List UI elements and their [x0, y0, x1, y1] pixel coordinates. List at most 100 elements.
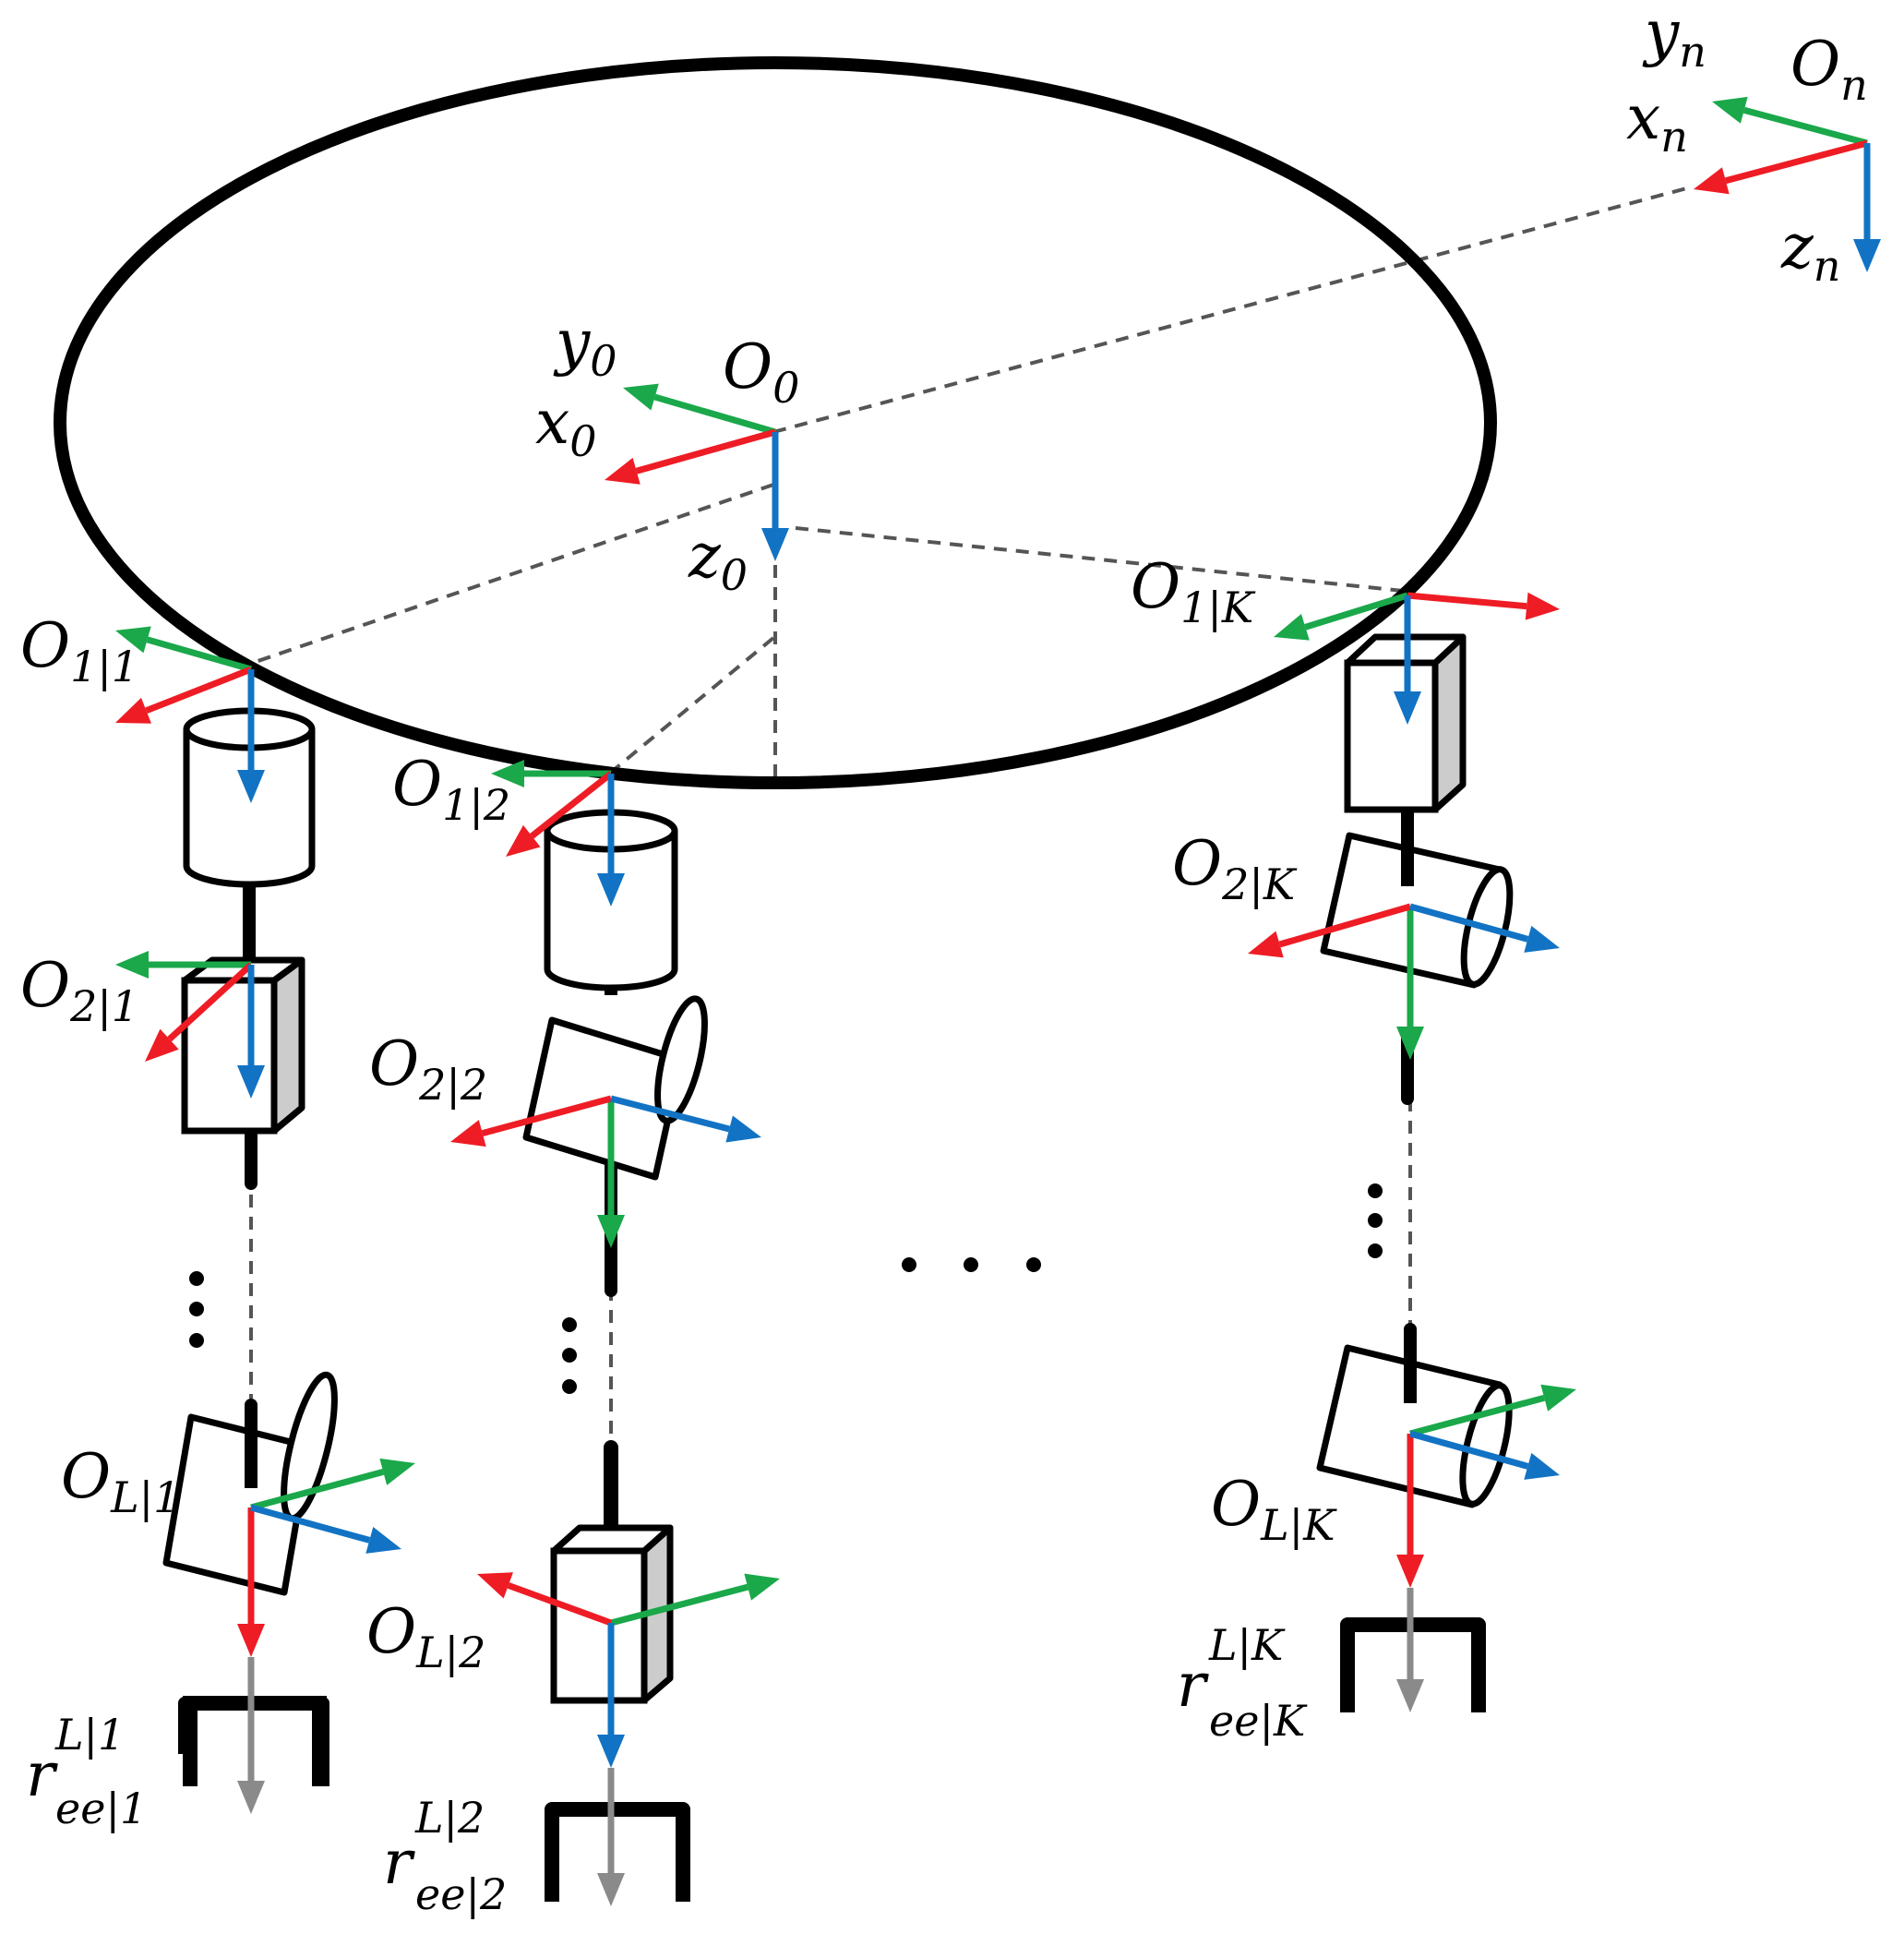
axis-xl2-shaft [507, 1582, 613, 1627]
arm-k [1316, 633, 1514, 1712]
axis-x2k-head [1248, 931, 1284, 958]
arm2-gripper [545, 1802, 690, 1902]
coordinate-axes [115, 96, 1881, 1906]
axis-y0-shaft [653, 393, 776, 436]
axis-x12-shaft [530, 771, 614, 839]
axis-y1k-shaft [1304, 592, 1409, 631]
axis-y21-head [115, 951, 149, 979]
label-yn: yn [1642, 0, 1706, 77]
axis-xlk-head [1396, 1555, 1424, 1588]
axis-yn-shaft [1742, 106, 1868, 147]
dashed-lines [244, 185, 1694, 1440]
label-O1K: O1|K [1131, 551, 1256, 632]
axis-xn-shaft [1724, 139, 1868, 185]
label-On: On [1790, 29, 1868, 110]
axis-zl1-shaft [250, 1504, 371, 1544]
axis-x1k-shaft [1407, 592, 1527, 610]
axis-y22-head [597, 1215, 625, 1248]
label-O2K: O2|K [1172, 828, 1298, 909]
axis-xn-head [1694, 167, 1730, 195]
axis-x1k-head [1525, 592, 1560, 620]
label-xn: xn [1626, 82, 1688, 162]
axis-x11-shaft [145, 666, 253, 715]
axis-z22-head [725, 1115, 761, 1143]
label-OL2: OL|2 [366, 1596, 485, 1677]
axis-xl2-head [477, 1572, 513, 1599]
label-x0: x0 [535, 387, 597, 466]
axis-tool2-head [597, 1873, 625, 1906]
axis-x21-shaft [167, 962, 254, 1042]
axis-y1k-head [1274, 614, 1310, 641]
axis-y0-head [623, 383, 659, 411]
axis-y12-head [491, 760, 524, 787]
svg-text:ee|1: ee|1 [55, 1784, 147, 1833]
axis-x11-head [115, 697, 151, 724]
svg-text:r: r [383, 1827, 415, 1898]
arm1-revolute-joint-last [162, 1371, 338, 1596]
axis-yn-head [1712, 96, 1748, 124]
axis-zlk-shaft [1409, 1430, 1529, 1470]
label-O11: O1|1 [20, 610, 138, 691]
axis-x12-head [506, 824, 541, 857]
label-z0: z0 [688, 521, 748, 600]
svg-text:L|1: L|1 [54, 1710, 125, 1760]
axis-x0-head [605, 457, 641, 485]
label-y0: y0 [553, 306, 617, 386]
axis-z2k-head [1524, 925, 1560, 953]
axis-x21-head [145, 1028, 179, 1062]
label-OL1: OL|1 [61, 1441, 180, 1522]
axis-yl1-shaft [250, 1468, 385, 1511]
ellipsis-dots [189, 1183, 1383, 1394]
svg-text:r: r [1177, 1650, 1209, 1721]
svg-text:L|K: L|K [1208, 1620, 1286, 1670]
axis-x22-shaft [481, 1095, 612, 1136]
label-O22: O2|2 [369, 1028, 487, 1110]
svg-text:ee|K: ee|K [1209, 1696, 1308, 1746]
label-r-eeK: r L|K ee|K [1177, 1620, 1308, 1746]
axis-ylk-head [1540, 1384, 1576, 1411]
label-O12: O1|2 [392, 749, 510, 830]
dashed-line-o0-on [772, 185, 1694, 434]
base-platform-ellipse [54, 56, 1497, 789]
dashed-line-o0-o12 [612, 636, 775, 772]
arm2-prismatic-joint [550, 1524, 674, 1704]
axis-zlk-head [1524, 1452, 1560, 1480]
axis-y2k-head [1396, 1027, 1424, 1060]
axis-z1k-head [1394, 691, 1421, 725]
label-r-ee1: r L|1 ee|1 [26, 1710, 147, 1833]
dashed-line-o0-o1k [795, 526, 1404, 593]
axis-z0-head [761, 528, 789, 561]
axis-z12-head [597, 873, 625, 907]
label-O21: O2|1 [20, 950, 138, 1031]
arm1-prismatic-joint [181, 956, 305, 1135]
label-zn: zn [1780, 211, 1840, 291]
svg-text:r: r [26, 1739, 58, 1810]
axis-yl1-head [379, 1458, 415, 1485]
axis-x2k-shaft [1278, 903, 1411, 948]
armk-revolute-joint-last [1316, 1329, 1513, 1508]
axis-ylk-shaft [1409, 1394, 1546, 1437]
axis-y11-head [115, 626, 151, 654]
svg-text:L|2: L|2 [414, 1793, 485, 1843]
axis-yl2-head [744, 1573, 780, 1601]
axis-z11-head [237, 770, 265, 803]
axis-x22-head [450, 1120, 486, 1147]
dashed-line-o0-o11 [244, 483, 774, 667]
label-O0: O0 [723, 331, 799, 413]
axis-z2k-shaft [1409, 903, 1529, 943]
label-OLK: OL|K [1211, 1469, 1337, 1550]
axis-x0-shaft [635, 428, 776, 474]
axis-zl1-head [365, 1526, 401, 1554]
axis-z22-shaft [610, 1095, 731, 1133]
axis-toolk-head [1396, 1679, 1424, 1712]
arm2-revolute-joint-2 [522, 995, 708, 1181]
axis-z21-head [237, 1065, 265, 1099]
label-r-ee2: r L|2 ee|2 [383, 1793, 507, 1919]
axis-y11-shaft [146, 636, 252, 673]
svg-text:ee|2: ee|2 [415, 1869, 507, 1919]
axis-xl1-head [237, 1624, 265, 1657]
axis-tool1-head [237, 1781, 265, 1814]
axis-zn-head [1853, 239, 1881, 272]
